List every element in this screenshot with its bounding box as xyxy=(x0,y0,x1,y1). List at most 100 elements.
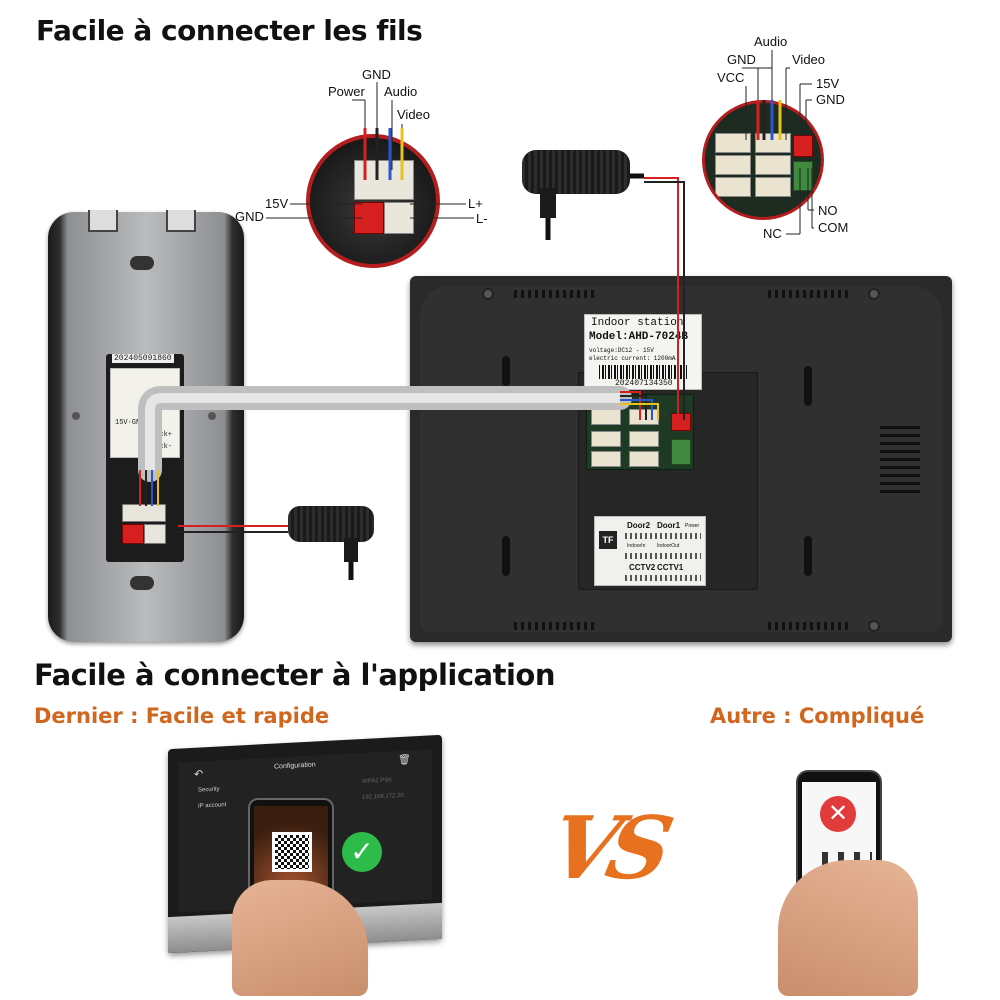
doorbell-connector-white xyxy=(122,504,166,522)
camera-label-power: Power xyxy=(328,84,365,99)
monitor-mount-slot xyxy=(502,356,510,386)
heading-wires: Facile à connecter les fils xyxy=(36,14,423,47)
comparison-right-label: Autre : Compliqué xyxy=(710,704,925,728)
config-row-label: Security xyxy=(198,786,220,794)
monitor-sticker-serial: 202407134350 xyxy=(615,379,673,388)
monitor-screw xyxy=(482,288,494,300)
monitor-power-wire-red xyxy=(644,177,679,420)
monitor-connector-red xyxy=(671,413,691,431)
monitor-port-sticker: TF Door2 Door1 Power IndoorIn IndoorOut … xyxy=(594,516,706,586)
monitor-sticker-line: electric current: 1200mA xyxy=(589,355,676,362)
trash-icon[interactable]: 🗑 xyxy=(398,754,411,767)
error-x-icon: ✕ xyxy=(820,796,856,832)
camera-label-lminus: L- xyxy=(476,211,488,226)
port-row xyxy=(625,533,701,539)
monitor-connector xyxy=(591,431,621,447)
vs-mark: VS xyxy=(541,798,672,899)
monitor-unit: Indoor station Model:AHD-7024B voltage:D… xyxy=(410,276,952,642)
monitor-vent xyxy=(514,290,594,298)
monitor-screw xyxy=(868,620,880,632)
camera-label-gnd-top: GND xyxy=(362,67,391,82)
port-row xyxy=(625,553,701,559)
monitor-connector xyxy=(591,451,621,467)
config-row-value: WPA2 PSK xyxy=(362,777,393,786)
port-label-power: Power xyxy=(685,523,700,529)
monitor-label-no: NO xyxy=(818,203,838,218)
callout-connector xyxy=(755,155,791,175)
config-row-value: 192.168.172.20 xyxy=(362,792,404,802)
doorbell-connector-red xyxy=(122,524,144,544)
monitor-label-audio: Audio xyxy=(754,34,788,49)
port-row xyxy=(625,575,701,581)
monitor-label-nc: NC xyxy=(763,226,782,241)
callout-connector xyxy=(715,177,751,197)
monitor-connector-green xyxy=(671,439,691,465)
monitor-callout-wires xyxy=(756,100,782,140)
camera-label-video: Video xyxy=(397,107,431,122)
doorbell-notch xyxy=(166,210,196,232)
port-label-door1: Door1 xyxy=(657,521,681,530)
monitor-speaker-grille xyxy=(880,426,920,496)
monitor-power-wire-black xyxy=(644,181,685,420)
doorbell-mount-slot xyxy=(130,576,154,590)
camera-label-gnd-left: GND xyxy=(235,209,264,224)
power-adapter-monitor xyxy=(522,150,644,240)
monitor-wiring-callout xyxy=(702,100,824,220)
monitor-connector xyxy=(629,431,659,447)
camera-label-15v: 15V xyxy=(265,196,289,211)
doorbell-screw xyxy=(208,412,216,420)
hand-right xyxy=(778,860,918,996)
tf-card-icon: TF xyxy=(599,531,617,549)
callout-connector-white xyxy=(384,202,414,234)
heading-app: Facile à connecter à l'application xyxy=(34,658,555,692)
monitor-connector xyxy=(629,451,659,467)
monitor-sticker-barcode xyxy=(599,365,687,379)
callout-connector xyxy=(755,177,791,197)
doorbell-notch xyxy=(88,210,118,232)
qr-code xyxy=(272,832,312,872)
doorbell-sticker-line: 15V·GND xyxy=(115,419,145,427)
monitor-label-video: Video xyxy=(792,52,826,67)
config-row-label: IP account xyxy=(198,802,227,810)
monitor-screw xyxy=(868,288,880,300)
port-label-cctv2: CCTV2 xyxy=(629,563,656,572)
monitor-sticker-line: voltage:DC12 - 15V xyxy=(589,347,654,354)
hand-left xyxy=(232,880,368,996)
port-label-door2: Door2 xyxy=(627,521,651,530)
monitor-label-15v: 15V xyxy=(816,76,840,91)
monitor-vent xyxy=(768,290,848,298)
signal-cable-wires-doorbell xyxy=(139,470,159,506)
monitor-sticker-title: Indoor station xyxy=(591,317,684,329)
monitor-sticker-model: Model:AHD-7024B xyxy=(589,331,689,343)
monitor-mount-slot xyxy=(502,536,510,576)
signal-cable-wires-monitor xyxy=(620,391,659,420)
port-label-cctv1: CCTV1 xyxy=(657,563,684,572)
doorbell-mount-slot xyxy=(130,256,154,270)
monitor-leaders xyxy=(742,50,814,235)
signal-cable-highlight xyxy=(145,393,620,470)
monitor-label-com: COM xyxy=(818,220,849,235)
callout-connector-red xyxy=(793,135,813,157)
callout-connector xyxy=(715,155,751,175)
monitor-sticker: Indoor station Model:AHD-7024B voltage:D… xyxy=(584,314,702,390)
camera-wires xyxy=(363,128,404,180)
camera-label-audio: Audio xyxy=(384,84,418,99)
port-label-indoor-in: IndoorIn xyxy=(627,543,646,549)
doorbell-connector-white xyxy=(144,524,166,544)
doorbell-screw xyxy=(72,412,80,420)
back-arrow-icon[interactable]: ↶ xyxy=(194,768,204,781)
camera-label-lplus: L+ xyxy=(468,196,483,211)
power-adapter-doorbell xyxy=(288,506,374,580)
monitor-label-gnd-top: GND xyxy=(727,52,756,67)
comparison-left-label: Dernier : Facile et rapide xyxy=(34,704,330,728)
signal-cable xyxy=(138,386,632,482)
doorbell-serial: 202405091860 xyxy=(112,354,174,363)
config-title: Configuration xyxy=(274,761,316,771)
monitor-mount-slot xyxy=(804,536,812,576)
monitor-label-vcc: VCC xyxy=(717,70,745,85)
monitor-mount-slot xyxy=(804,366,812,406)
monitor-vent xyxy=(514,622,594,630)
port-label-indoor-out: IndoorOut xyxy=(657,543,680,549)
